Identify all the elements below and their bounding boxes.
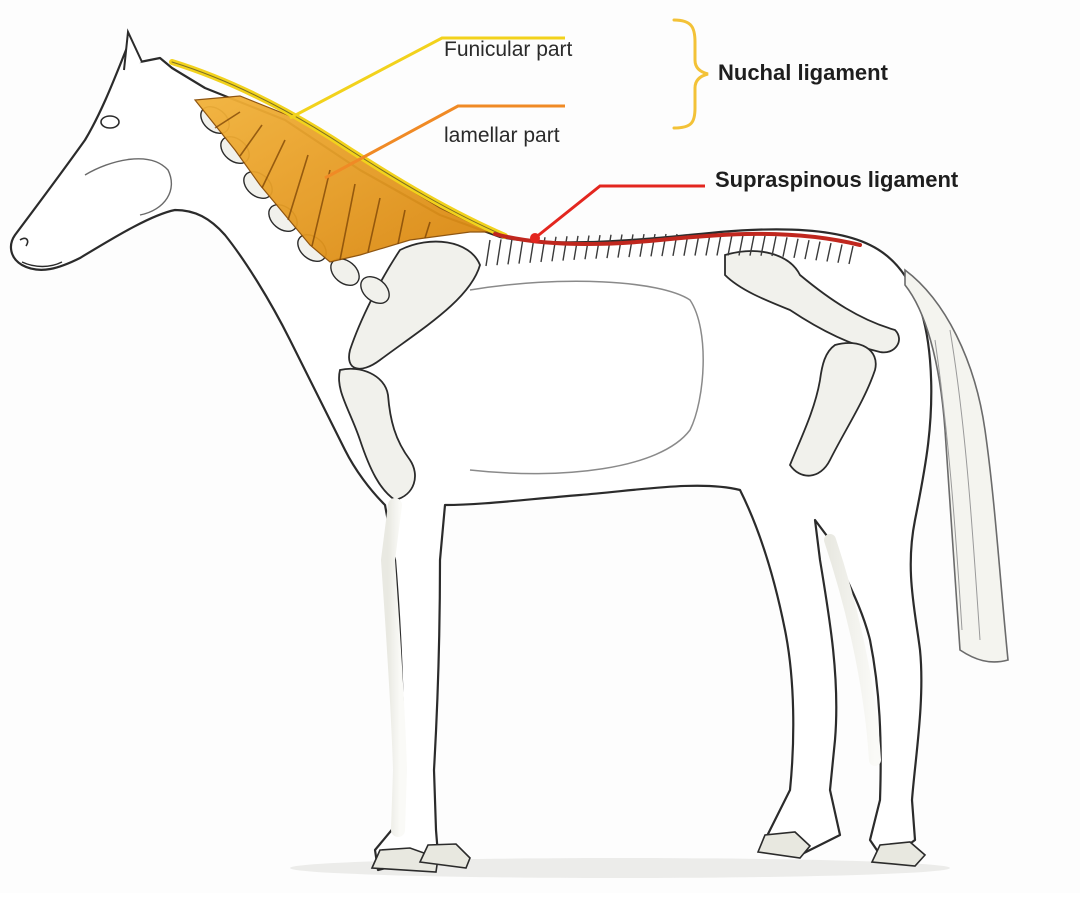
lamellar-part-label: lamellar part (444, 124, 560, 148)
hoof-hind-rear (872, 842, 925, 866)
horse-eye (101, 116, 119, 128)
funicular-part-label: Funicular part (444, 38, 572, 62)
supraspinous-leader-line (535, 186, 705, 238)
curly-brace-icon (674, 20, 708, 128)
nuchal-ligament-label: Nuchal ligament (718, 60, 888, 86)
supraspinous-ligament-label: Supraspinous ligament (715, 167, 958, 193)
supraspinous-marker-dot (530, 233, 540, 243)
